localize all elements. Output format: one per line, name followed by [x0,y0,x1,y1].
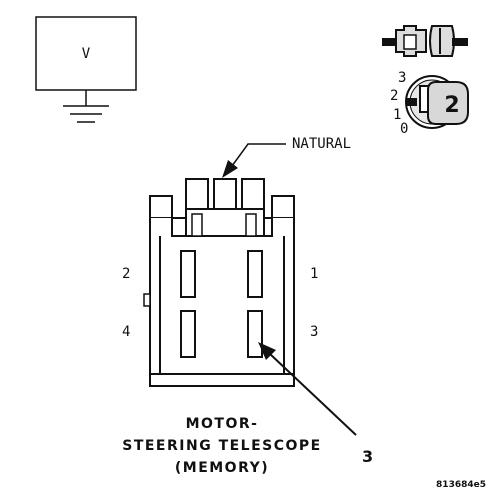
ignition-position-1: 1 [393,107,401,123]
natural-label: NATURAL [292,136,351,152]
title-line-3: (MEMORY) [175,460,269,476]
ignition-position-2: 2 [390,88,398,104]
natural-callout: NATURAL [222,136,351,178]
title-line-1: MOTOR- [186,416,259,432]
pin-number-1: 1 [310,266,318,282]
pin-number-4: 4 [122,324,130,340]
connector-disconnect-icon [382,25,468,57]
pin-number-2: 2 [122,266,130,282]
pin-number-3: 3 [310,324,318,340]
voltmeter-label: V [82,46,91,62]
ground-icon [63,105,109,123]
ignition-position-3: 3 [398,70,406,86]
pin-cavity-2 [180,250,196,298]
component-title: MOTOR- STEERING TELESCOPE (MEMORY) [122,416,322,476]
callout-number: 3 [362,447,373,466]
callout-arrow [258,342,357,436]
pin-cavity-1 [247,250,263,298]
ignition-selected-position: 2 [444,93,459,118]
ignition-position-0: 0 [400,121,408,137]
figure-id: 813684e5 [436,480,486,490]
pin-cavity-3 [247,310,263,358]
voltmeter-symbol: V [35,16,137,123]
ignition-key-icon: 3 2 1 0 2 [390,70,469,137]
title-line-2: STEERING TELESCOPE [122,438,322,454]
pin-cavity-4 [180,310,196,358]
